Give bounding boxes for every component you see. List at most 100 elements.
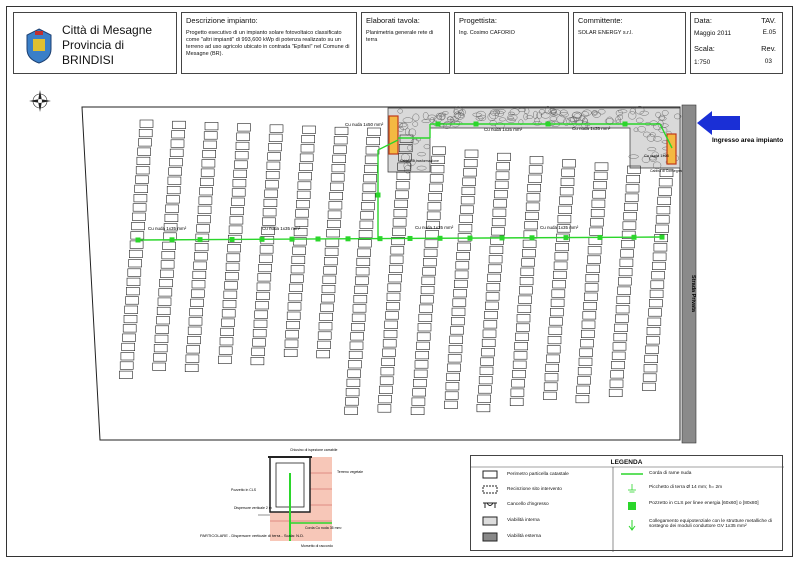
pv-row — [119, 119, 154, 379]
date-label: Data: — [694, 16, 712, 25]
legend-item-internal-road: Viabilità interna — [507, 518, 540, 523]
city-crest-icon — [26, 28, 52, 64]
detail-label-rope: Corda Cu nuda 35 mm² — [305, 526, 342, 530]
pv-row — [218, 123, 251, 364]
pv-row — [283, 125, 316, 358]
detail-label-soil: Terreno vegetale — [337, 470, 363, 474]
detail-label-cover: Chiusino di ispezione carrabile — [290, 448, 338, 452]
legend-item-well: Pozzetto in CLS per linee energia [60x60… — [649, 501, 759, 506]
sheet-number-label: TAV. — [761, 16, 776, 25]
drawing-sheet — [6, 6, 793, 557]
cabin-right-cable-label: Cu nuda 1x95 — [644, 153, 670, 158]
ground-pit — [437, 235, 443, 241]
ground-pit — [473, 121, 479, 127]
legend-gate-icon — [483, 502, 497, 508]
ground-conductor — [659, 123, 673, 149]
designer-name: Ing. Cosimo CAFORIO — [459, 30, 515, 36]
ground-conductor — [137, 236, 663, 241]
description-title: Descrizione impianto: — [186, 16, 258, 25]
legend-item-parcel: Perimetro particella catastale — [507, 472, 569, 477]
ground-pit — [377, 236, 383, 242]
drawing-title-text: Planimetria generale rete di terra — [366, 30, 434, 43]
scale-label: Scala: — [694, 44, 715, 53]
cable-label-top-right: Cu nuda 1x35 mm² — [572, 126, 611, 131]
legend-item-copper-rope: Corda di rame nuda — [649, 471, 692, 476]
ground-pit — [563, 235, 569, 241]
legend-item-earth-rod: Picchetto di terra Ø 14 mm; h= 2m — [649, 485, 723, 490]
transformer-cabin — [388, 115, 399, 155]
entrance-label: Ingresso area impianto — [712, 137, 783, 144]
cable-label-top-mid: Cu nuda 1x35 mm² — [484, 127, 523, 132]
legend-earth-rod-icon — [628, 484, 636, 493]
sheet-info-box: Data: TAV. Maggio 2011 E.05 Scala: Rev. … — [690, 12, 783, 74]
ground-pit — [169, 237, 175, 243]
legend-title: LEGENDA — [610, 459, 643, 466]
ground-conductor — [377, 139, 399, 151]
description-box: Descrizione impianto: Progetto esecutivo… — [181, 12, 357, 74]
cabin-right-label: Cabina di Consegna — [650, 169, 682, 173]
cable-label: Cu nuda 1x35 mm² — [148, 226, 187, 231]
legend-internal-road-symbol — [482, 516, 498, 526]
legend-parcel-symbol — [482, 470, 498, 479]
pv-row — [410, 146, 446, 416]
pv-row — [509, 156, 544, 407]
parcel-perimeter — [81, 106, 681, 441]
city-name: Città di Mesagne — [62, 23, 153, 37]
legend: LEGENDA Perimetro particella catastale R… — [470, 455, 784, 552]
pv-row — [377, 134, 414, 413]
legend-external-road-symbol — [482, 532, 498, 542]
pv-row — [608, 165, 641, 398]
ground-pit — [315, 236, 321, 242]
cable-label: Cu nuda 1x35 mm² — [540, 225, 579, 230]
detail-label-clamp: Morsetto di raccordo — [301, 544, 333, 548]
pv-row — [444, 149, 479, 409]
ground-pit — [345, 236, 351, 242]
municipality-box: Città di Mesagne Provincia di BRINDISI — [13, 12, 177, 74]
client-name: SOLAR ENERGY s.r.l. — [578, 30, 633, 36]
detail-label-rod: Dispersore verticale 2 m — [234, 506, 272, 510]
revision-value: 03 — [764, 58, 772, 65]
ground-pit — [659, 234, 665, 240]
ground-pit — [435, 121, 441, 127]
north-arrow-icon — [29, 90, 51, 112]
ground-pit — [229, 236, 235, 242]
drawing-title-label: Elaborati tavola: — [366, 16, 420, 25]
legend-well-symbol — [628, 502, 636, 510]
delivery-cabin — [666, 133, 677, 165]
legend-item-external-road: Viabilità esterna — [507, 534, 542, 539]
cabin-left-label: Cabina di trasformazione — [400, 159, 439, 163]
designer-box: Progettista: Ing. Cosimo CAFORIO — [454, 12, 569, 74]
pv-row — [543, 159, 576, 400]
legend-item-fence: Recinzione sito intervento — [507, 487, 562, 492]
pv-row — [344, 127, 381, 415]
province-name: Provincia di BRINDISI — [62, 38, 125, 67]
ground-pit — [529, 235, 535, 241]
ground-pit — [622, 121, 628, 127]
earth-rod-detail: Chiusino di ispezione carrabile Terreno … — [200, 448, 363, 548]
client-label: Committente: — [578, 16, 623, 25]
road-label: Strada Privata — [690, 275, 696, 313]
legend-bonding-icon — [628, 520, 636, 531]
ground-pit — [289, 236, 295, 242]
sheet-number-value: E.05 — [762, 29, 776, 36]
pv-row — [316, 126, 349, 359]
detail-caption: PARTICOLARE - Dispersore verticale di te… — [200, 533, 304, 538]
cable-label: Cu nuda 1x35 mm² — [262, 226, 301, 231]
date-value: Maggio 2011 — [694, 30, 732, 37]
ground-pit — [135, 237, 141, 243]
designer-label: Progettista: — [459, 16, 497, 25]
ground-pit — [545, 121, 551, 127]
ground-pit — [597, 234, 603, 240]
revision-label: Rev. — [761, 44, 776, 53]
ground-pit — [375, 192, 381, 198]
ground-pit — [631, 234, 637, 240]
ground-pit — [197, 237, 203, 243]
ground-pit — [407, 235, 413, 241]
entrance-arrow-icon — [697, 111, 740, 135]
private-road — [681, 104, 697, 444]
legend-item-bonding: Collegamento equipotenziale con le strut… — [649, 519, 772, 529]
ground-pit — [499, 235, 505, 241]
pv-row — [250, 124, 284, 366]
ground-pit — [467, 235, 473, 241]
